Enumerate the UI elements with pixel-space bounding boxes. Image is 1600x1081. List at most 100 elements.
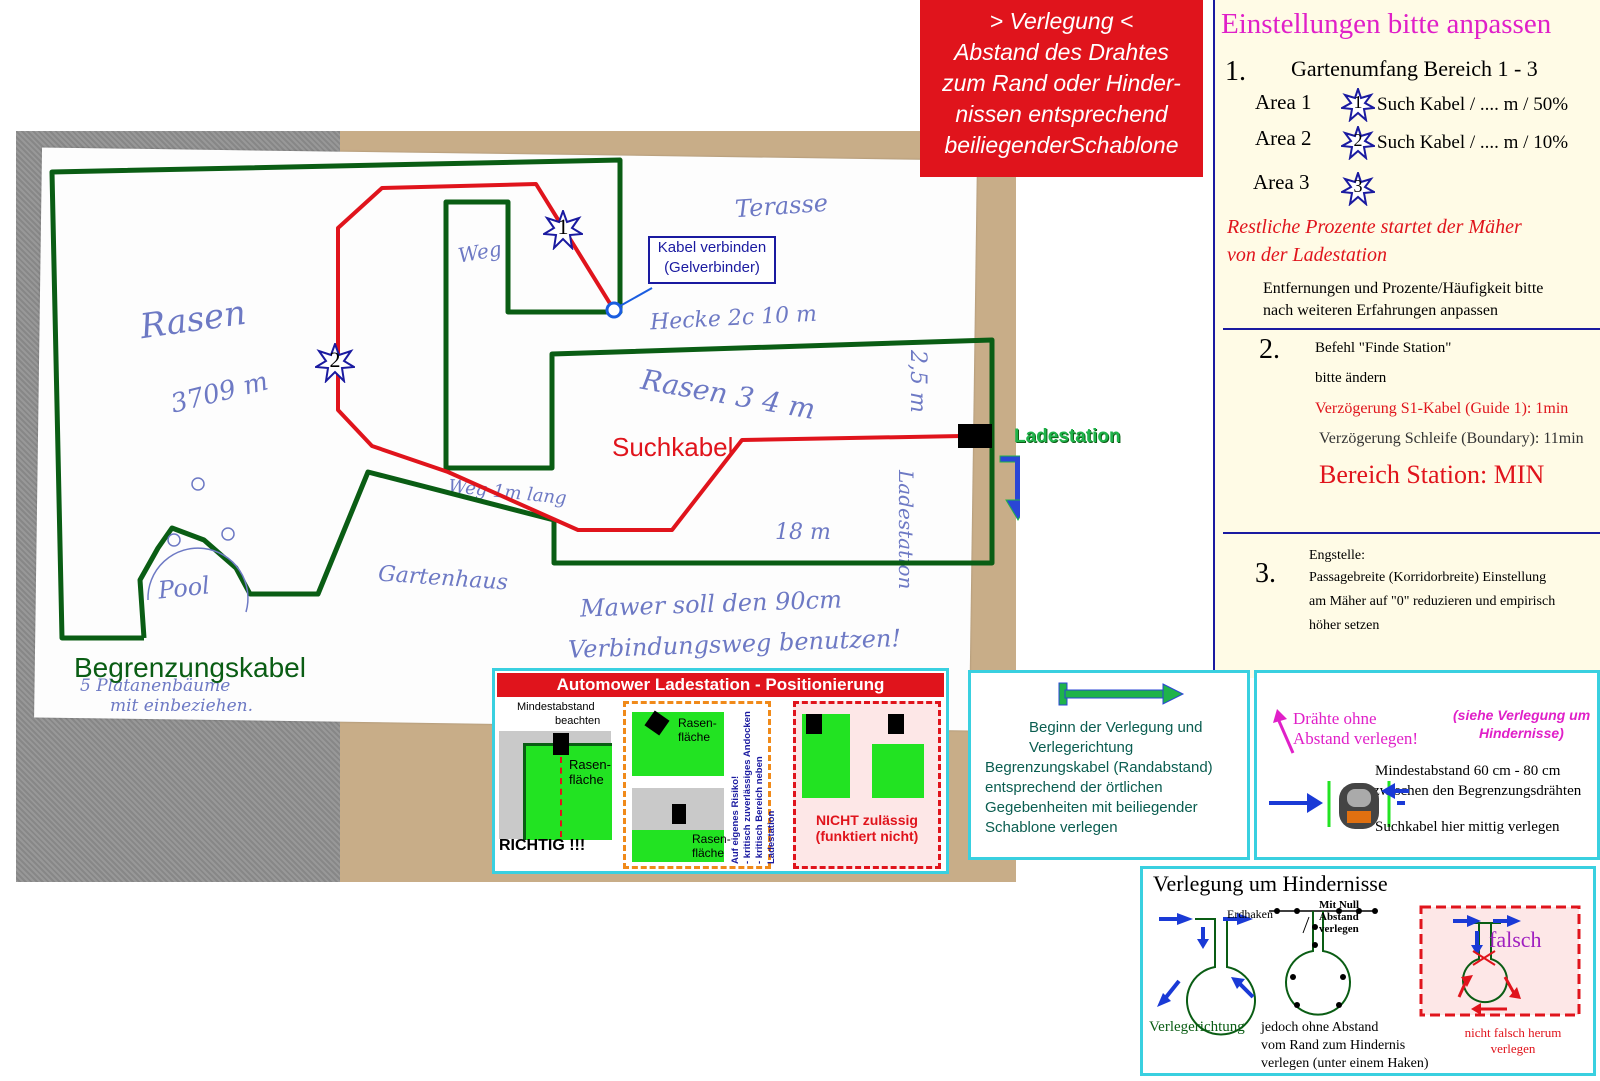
hand-18m: 18 m bbox=[775, 520, 831, 545]
star-1-marker bbox=[543, 210, 583, 250]
min-label2: beachten bbox=[555, 715, 601, 727]
start-arrow-right bbox=[1058, 682, 1185, 706]
min-label1: Mindestabstand bbox=[517, 701, 595, 713]
connector-circle bbox=[605, 301, 623, 319]
ladestation-label: Ladestation bbox=[1014, 426, 1121, 447]
s3-line2: Passagebreite (Korridorbreite) Einstellu… bbox=[1309, 570, 1547, 585]
positioning-panel: Automower Ladestation - Positionierung M… bbox=[492, 668, 949, 874]
beginn-line1: Beginn der Verlegung und bbox=[1029, 719, 1203, 736]
beginn-line5: Gegebenheiten mit beiliegender bbox=[985, 799, 1198, 816]
section2-number: 2. bbox=[1259, 334, 1280, 365]
siehe-line1: (siehe Verlegung um bbox=[1453, 707, 1591, 723]
s3-line1: Engstelle: bbox=[1309, 548, 1365, 563]
kabel-verbinden-line1: Kabel verbinden bbox=[657, 239, 767, 256]
jedoch1: jedoch ohne Abstand bbox=[1261, 1020, 1379, 1035]
nicht1: NICHT zulässig bbox=[816, 812, 918, 828]
settings-panel: Einstellungen bitte anpassen 1. Gartenum… bbox=[1213, 0, 1600, 678]
positioning-title: Automower Ladestation - Positionierung bbox=[497, 673, 944, 697]
richtig-box: Mindestabstand beachten Rasen- fläche bbox=[499, 701, 612, 840]
kabel-verbinden-line2: (Gelverbinder) bbox=[664, 259, 760, 276]
boundary-cable bbox=[49, 157, 995, 641]
banner-line4: nissen entsprechend bbox=[955, 101, 1168, 127]
rasen-area-a bbox=[523, 743, 612, 840]
hindernisse-diagram bbox=[1157, 905, 1581, 1036]
abstand-panel: Drähte ohne Abstand verlegen! (siehe Ver… bbox=[1254, 670, 1600, 860]
area3-label: Area 3 bbox=[1253, 170, 1310, 194]
risk-box: Rasen- fläche Rasen- fläche Auf eigenes … bbox=[623, 701, 777, 869]
risk3: - kritisch Bereich neben Ladestation bbox=[754, 756, 777, 864]
flaeche3: fläche bbox=[692, 846, 725, 860]
hindernisse-title: Verlegung um Hindernisse bbox=[1153, 871, 1388, 896]
note-line2: nach weiteren Erfahrungen anpassen bbox=[1263, 302, 1498, 319]
area2-text: Such Kabel / .... m / 10% bbox=[1377, 132, 1569, 153]
verlegung-banner: > Verlegung < Abstand des Drahtes zum Ra… bbox=[920, 0, 1203, 177]
section1-number: 1. bbox=[1225, 56, 1246, 87]
pink-line2: Abstand verlegen! bbox=[1293, 729, 1419, 748]
area1-num: 1 bbox=[1353, 92, 1363, 112]
s2-line3: Verzögerung S1-Kabel (Guide 1): 1min bbox=[1315, 400, 1569, 417]
s2-line4: Verzögerung Schleife (Boundary): 11min bbox=[1319, 430, 1584, 447]
null2: Abstand bbox=[1319, 911, 1359, 923]
s2-line5: Bereich Station: MIN bbox=[1319, 460, 1545, 489]
pink-line1: Drähte ohne bbox=[1293, 709, 1377, 728]
richtig-label: RICHTIG !!! bbox=[499, 837, 586, 854]
siehe-line2: Hindernisse) bbox=[1479, 725, 1564, 741]
beginn-panel: Beginn der Verlegung und Verlegerichtung… bbox=[968, 670, 1250, 860]
verlegerichtung-label: Verlegerichtung bbox=[1149, 1019, 1245, 1035]
pool-outline bbox=[147, 547, 249, 613]
star-2-label: 2 bbox=[329, 347, 341, 372]
suchkabel-label: Suchkabel bbox=[612, 432, 734, 462]
station-c bbox=[672, 804, 686, 824]
such-line: Suchkabel hier mittig verlegen bbox=[1375, 819, 1560, 835]
jedoch-text: jedoch ohne Abstand vom Rand zum Hindern… bbox=[1261, 1019, 1429, 1073]
s2-line2: bitte ändern bbox=[1315, 370, 1387, 386]
section3-number: 3. bbox=[1255, 558, 1276, 589]
station-e bbox=[888, 714, 904, 734]
garden-map bbox=[49, 157, 1020, 641]
rest-line2: von der Ladestation bbox=[1227, 244, 1387, 266]
area1-label: Area 1 bbox=[1255, 90, 1312, 114]
flaeche2: fläche bbox=[678, 730, 711, 744]
beginn-line2: Verlegerichtung bbox=[1029, 739, 1134, 756]
nicht-falsch2: verlegen bbox=[1490, 1041, 1536, 1056]
banner-line5: beiliegenderSchablone bbox=[944, 132, 1179, 158]
station-a bbox=[553, 733, 569, 755]
area2-num: 2 bbox=[1353, 130, 1363, 150]
risk-text: Auf eigenes Risiko! - kritisch zuverläss… bbox=[730, 704, 778, 864]
jedoch3: verlegen (unter einem Haken) bbox=[1261, 1056, 1429, 1071]
settings-title: Einstellungen bitte anpassen bbox=[1221, 8, 1552, 40]
s3-line4: höher setzen bbox=[1309, 618, 1380, 633]
beginn-line6: Schablone verlegen bbox=[985, 819, 1118, 836]
begrenzungskabel-label: Begrenzungskabel bbox=[74, 652, 306, 683]
divider-2 bbox=[1223, 532, 1600, 534]
rasen1: Rasen- bbox=[569, 757, 611, 772]
risk1: Auf eigenes Risiko! bbox=[730, 775, 741, 864]
area2-label: Area 2 bbox=[1255, 126, 1312, 150]
star-1-label: 1 bbox=[557, 214, 569, 239]
s2-line1: Befehl "Finde Station" bbox=[1315, 340, 1452, 356]
risk2: - kritisch zuverlässiges Andocken bbox=[742, 711, 753, 864]
rest-line1: Restliche Prozente startet der Mäher bbox=[1227, 216, 1522, 238]
flaeche1: fläche bbox=[569, 772, 604, 787]
boundary-cable-line bbox=[49, 157, 995, 641]
divider-1 bbox=[1223, 328, 1600, 330]
pink-arrow bbox=[1273, 709, 1295, 754]
hand-note4: mit einbeziehen. bbox=[110, 696, 253, 716]
start-arrow-down bbox=[999, 455, 1020, 521]
area3-star-icon bbox=[1341, 172, 1375, 206]
erdhaken-label: Erdhaken bbox=[1227, 907, 1273, 921]
falsch-label: falsch bbox=[1489, 927, 1542, 952]
rasen2: Rasen- bbox=[678, 716, 717, 730]
nicht-zulaessig-box: NICHT zulässig (funktiert nicht) bbox=[793, 701, 941, 869]
nicht2: (funktiert nicht) bbox=[815, 828, 919, 844]
charging-station-block bbox=[958, 424, 992, 448]
area1-text: Such Kabel / .... m / 50% bbox=[1377, 94, 1569, 115]
star-2-marker bbox=[315, 343, 355, 383]
null1: Mit Null bbox=[1319, 899, 1360, 911]
hindernisse-panel: Verlegung um Hindernisse bbox=[1140, 866, 1596, 1076]
nicht-falsch-text: nicht falsch herum verlegen bbox=[1443, 1025, 1583, 1057]
station-d bbox=[806, 714, 822, 734]
guide-cable-line bbox=[336, 182, 963, 532]
connector-pointer bbox=[619, 287, 653, 307]
section1-heading: Gartenumfang Bereich 1 - 3 bbox=[1291, 56, 1538, 81]
